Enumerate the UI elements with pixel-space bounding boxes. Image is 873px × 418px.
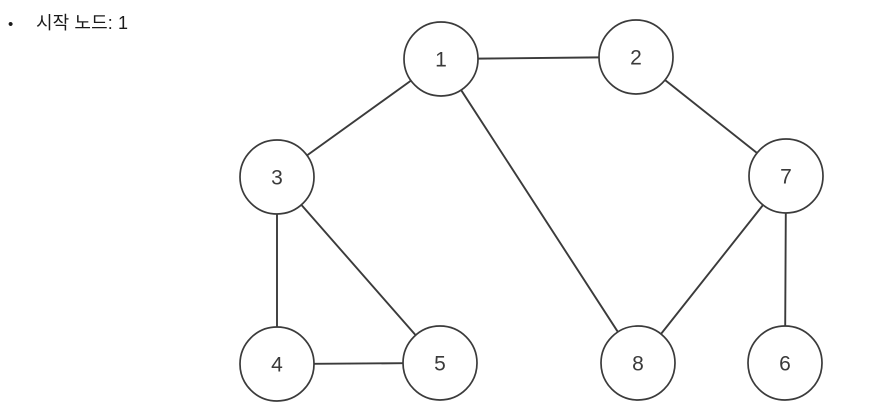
graph-edge-1-2: [477, 56, 600, 60]
start-node-bullet-item: • 시작 노드: 1: [8, 12, 128, 35]
graph-edge-3-5: [300, 203, 417, 337]
graph-node-3[interactable]: 3: [239, 139, 315, 215]
graph-node-circle-4: [239, 326, 315, 402]
graph-node-label-7: 7: [780, 166, 792, 189]
bullet-marker-icon: •: [8, 16, 14, 33]
graph-node-1[interactable]: 1: [403, 21, 479, 97]
start-node-label: 시작 노드: 1: [36, 13, 129, 33]
graph-node-circle-2: [598, 19, 674, 95]
graph-node-4[interactable]: 4: [239, 326, 315, 402]
graph-edge-layer: [276, 56, 787, 365]
graph-node-layer: 1 2 3 7 4 5 8 6: [239, 19, 824, 402]
graph-edge-4-5: [313, 362, 404, 365]
graph-node-2[interactable]: 2: [598, 19, 674, 95]
graph-node-label-6: 6: [779, 353, 791, 376]
graph-node-label-8: 8: [632, 353, 644, 376]
graph-edge-1-8: [460, 89, 619, 333]
graph-node-label-4: 4: [271, 354, 283, 377]
graph-node-circle-7: [748, 138, 824, 214]
graph-node-5[interactable]: 5: [402, 325, 478, 401]
graph-node-circle-8: [600, 325, 676, 401]
graph-node-circle-1: [403, 21, 479, 97]
graph-node-label-2: 2: [630, 47, 642, 70]
graph-edge-7-6: [784, 212, 787, 327]
graph-node-circle-6: [747, 325, 823, 401]
graph-node-label-1: 1: [435, 49, 447, 72]
graph-node-7[interactable]: 7: [748, 138, 824, 214]
graph-node-circle-5: [402, 325, 478, 401]
graph-node-6[interactable]: 6: [747, 325, 823, 401]
graph-edge-7-8: [660, 204, 764, 335]
graph-node-8[interactable]: 8: [600, 325, 676, 401]
graph-edge-2-7: [664, 79, 758, 154]
graph-node-label-3: 3: [271, 167, 283, 190]
graph-node-circle-3: [239, 139, 315, 215]
graph-edge-1-3: [306, 79, 412, 157]
graph-node-label-5: 5: [434, 353, 446, 376]
